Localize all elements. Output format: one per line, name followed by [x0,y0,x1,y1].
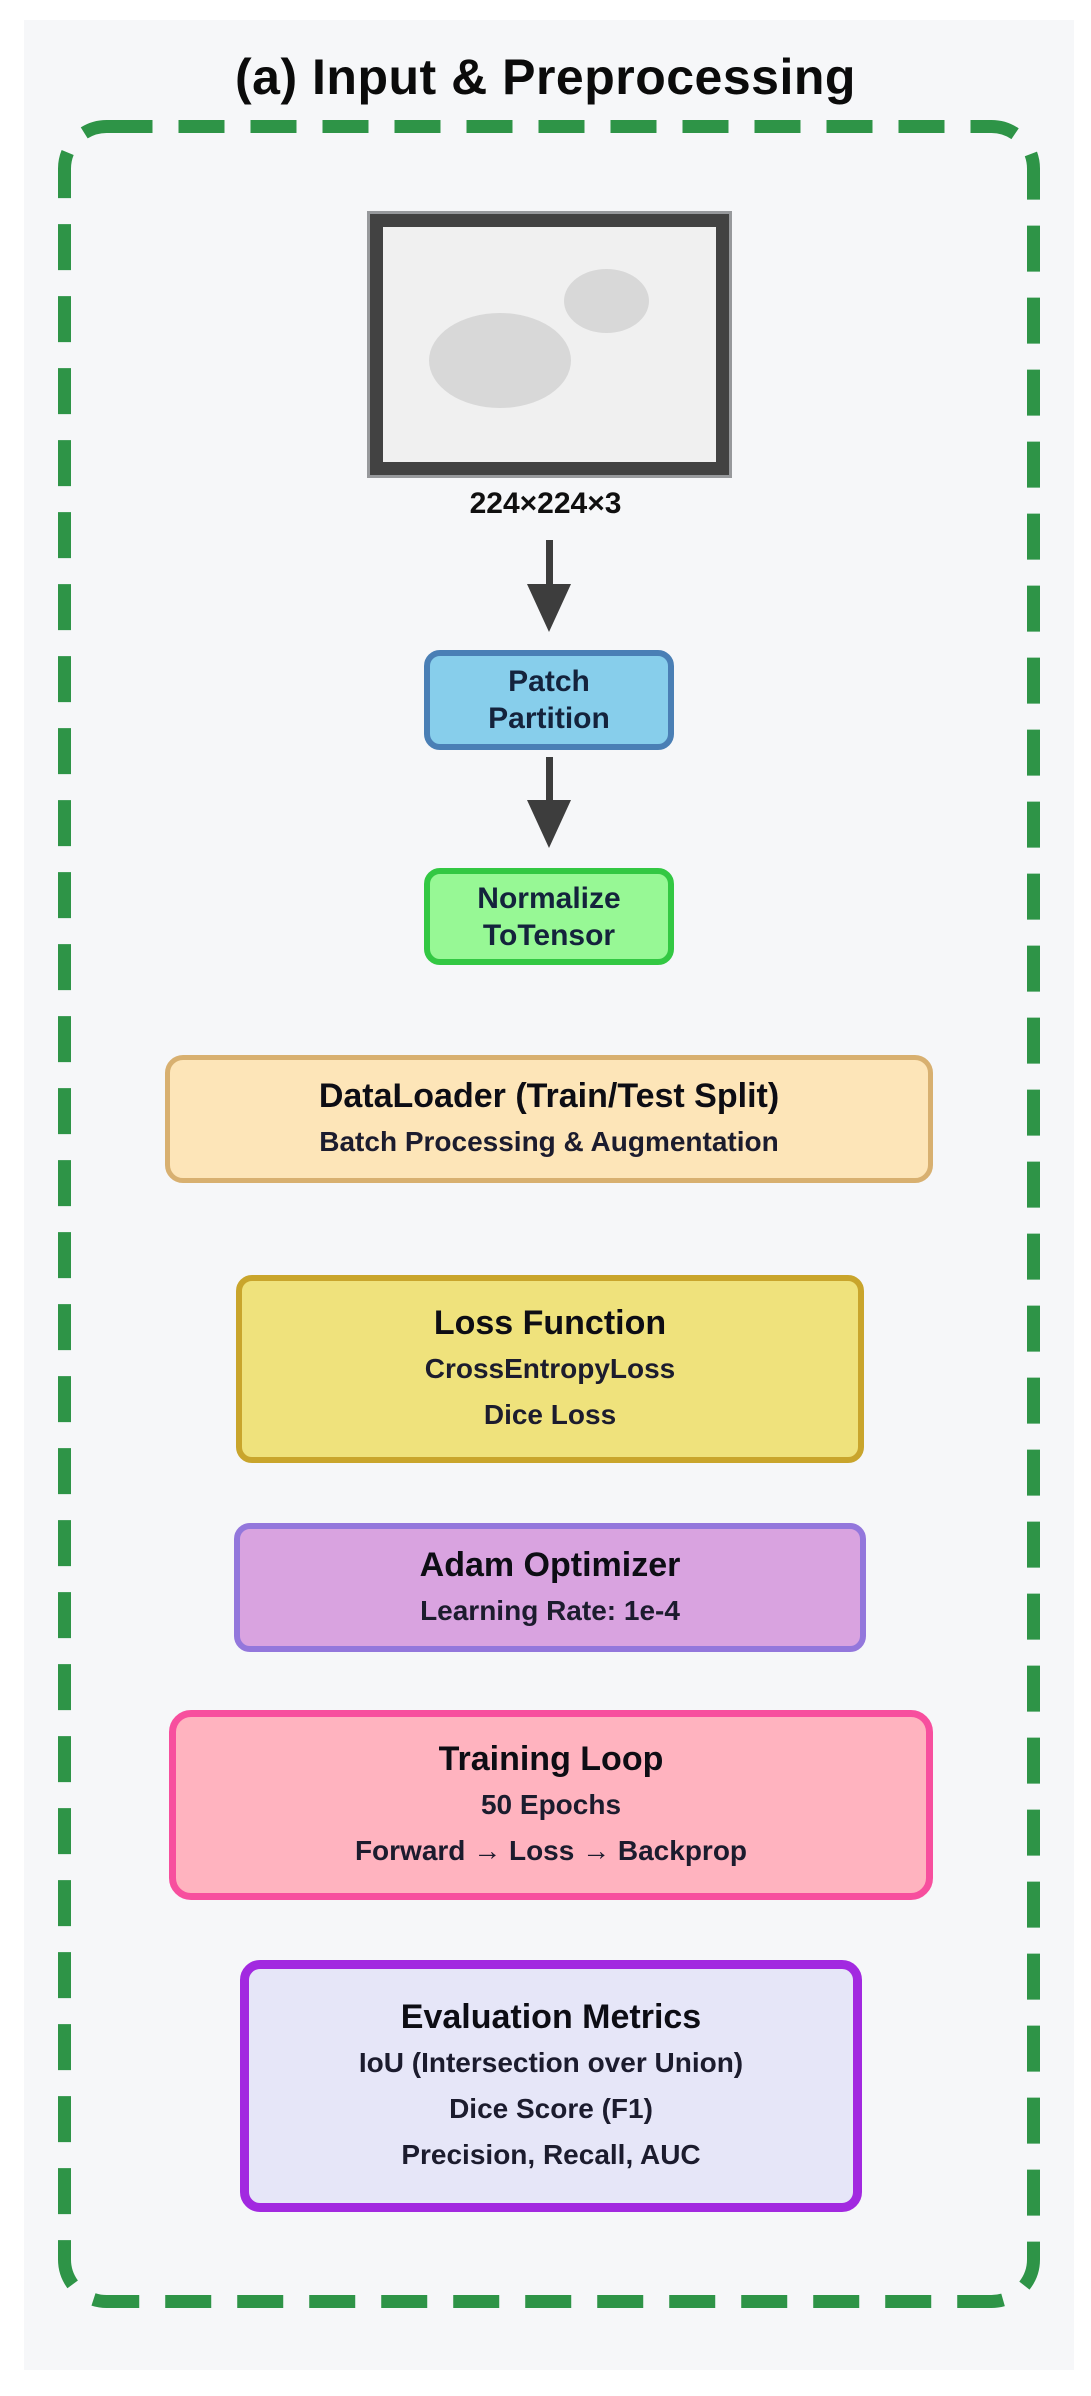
flow-arrow-down-icon [527,757,571,848]
node-subtitle: Learning Rate: 1e-4 [420,1594,680,1626]
node-label: Patch [508,665,590,698]
flow-arrow-down-icon [527,540,571,632]
node-subtitle: Batch Processing & Augmentation [319,1126,779,1157]
node-label: Normalize [477,881,621,915]
node-dataloader: DataLoader (Train/Test Split) Batch Proc… [165,1055,933,1183]
node-title: Training Loop [438,1740,664,1778]
node-patch-partition: Patch Partition [424,650,674,750]
node-evaluation-metrics: Evaluation Metrics IoU (Intersection ove… [240,1960,862,2212]
node-subtitle: IoU (Intersection over Union) [358,2047,744,2078]
image-placeholder-ellipse [429,313,571,408]
node-title: Loss Function [433,1304,667,1342]
node-label: ToTensor [482,918,616,952]
node-title: DataLoader (Train/Test Split) [318,1077,780,1115]
node-title: Evaluation Metrics [400,1998,702,2036]
input-dimensions-label: 224×224×3 [469,487,622,520]
node-subtitle: Dice Loss [483,1399,617,1430]
input-image-placeholder [370,214,729,475]
node-loss-function: Loss Function CrossEntropyLoss Dice Loss [236,1275,864,1463]
node-subtitle: Forward → Loss → Backprop [354,1835,748,1866]
dashed-green-border [58,120,1040,2308]
node-subtitle: Precision, Recall, AUC [401,2139,701,2170]
node-label: Partition [488,702,610,735]
node-adam-optimizer: Adam Optimizer Learning Rate: 1e-4 [234,1523,866,1652]
figure-title: (a) Input & Preprocessing [235,49,856,105]
image-placeholder-ellipse [564,269,649,333]
node-subtitle: CrossEntropyLoss [424,1353,676,1384]
node-title: Adam Optimizer [419,1545,681,1584]
node-training-loop: Training Loop 50 Epochs Forward → Loss →… [169,1710,933,1900]
node-normalize-totensor: Normalize ToTensor [424,868,674,965]
node-subtitle: Dice Score (F1) [449,2093,653,2124]
node-subtitle: 50 Epochs [480,1789,622,1820]
